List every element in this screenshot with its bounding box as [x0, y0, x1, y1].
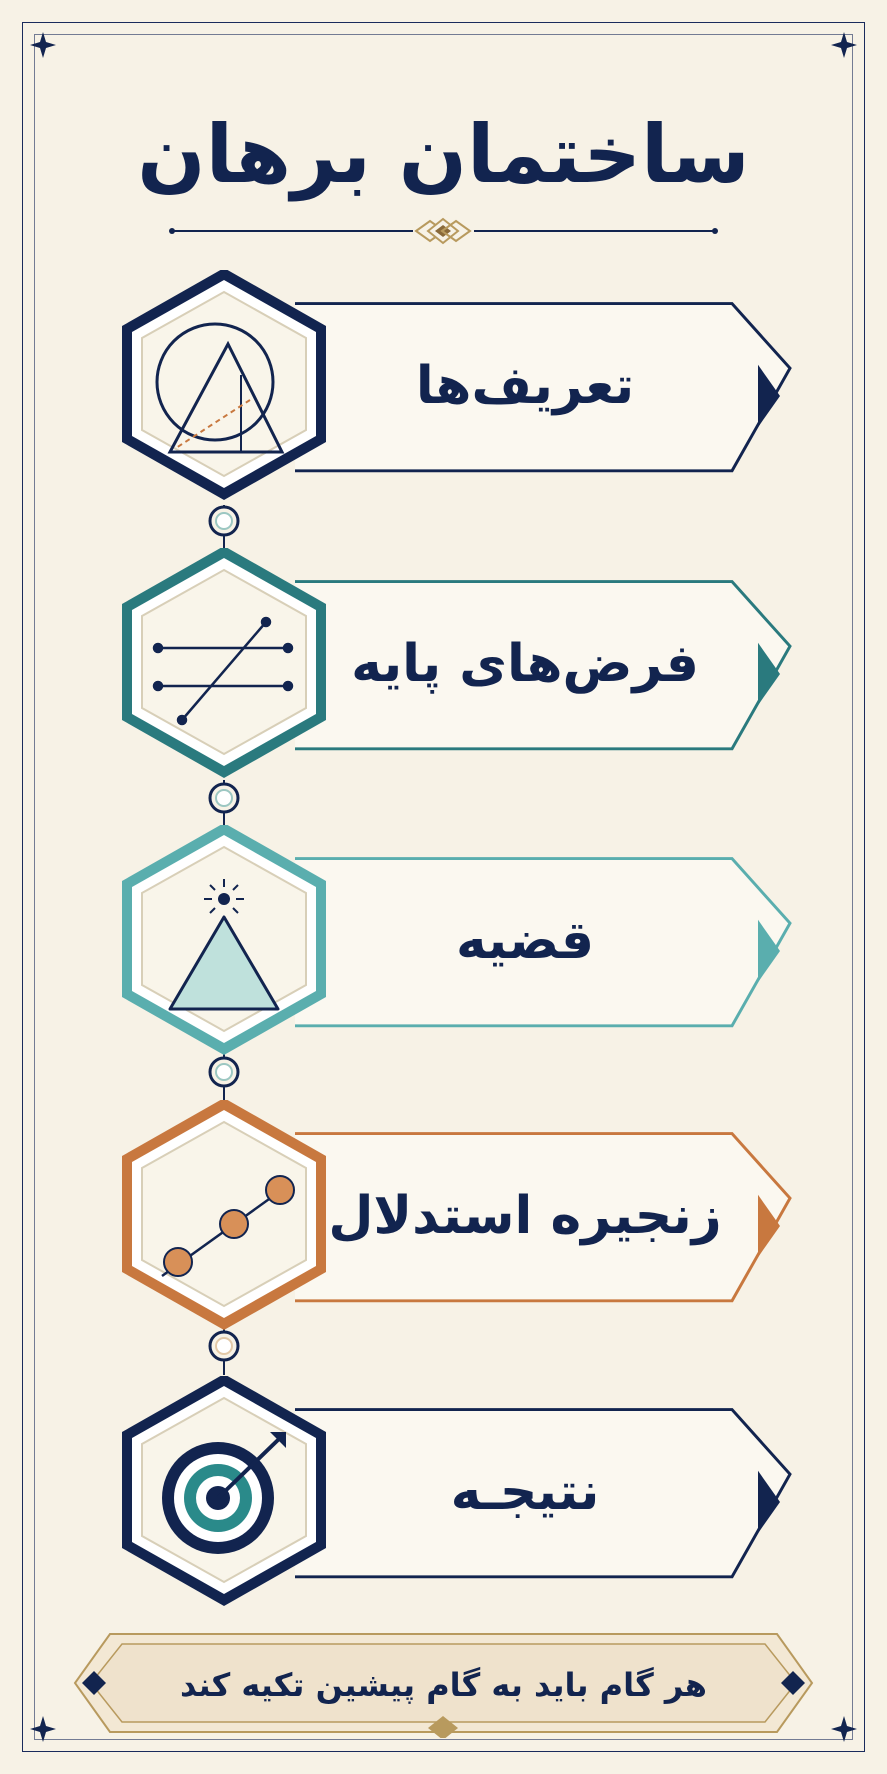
footer-banner: [73, 1633, 814, 1738]
step-axioms: فرض‌های پایه: [110, 548, 800, 780]
step-banner: [122, 548, 792, 778]
inner-frame: [34, 34, 853, 1740]
step-theorem: قضیه: [110, 825, 800, 1057]
connected-dots-icon: [161, 1175, 295, 1278]
step-banner: [122, 1376, 792, 1606]
circle-triangle-icon: [155, 322, 285, 454]
outer-frame: [22, 22, 865, 1752]
corner-star-icon: [831, 32, 857, 58]
parallel-lines-icon: [152, 616, 294, 726]
target-arrow-icon: [162, 1432, 286, 1554]
step-label: فرض‌های پایه: [351, 634, 699, 694]
page-title: ساختمان برهان: [137, 108, 750, 201]
footer-caption: هر گام باید به گام پیشین تکیه کند: [180, 1666, 707, 1704]
step-banner: [122, 1100, 792, 1330]
corner-star-icon: [30, 1716, 56, 1742]
triangle-icon: [168, 879, 280, 1011]
step-label: زنجیره استدلال: [328, 1186, 722, 1246]
step-definitions: تعریف‌ها: [110, 270, 800, 502]
step-label: قضیه: [455, 911, 595, 971]
step-banner: [122, 270, 792, 500]
step-banner: [122, 825, 792, 1055]
step-label: نتیجـه: [450, 1462, 600, 1522]
step-reasoning-chain: زنجیره استدلال: [110, 1100, 800, 1332]
step-conclusion: نتیجـه: [110, 1376, 800, 1608]
corner-star-icon: [30, 32, 56, 58]
title-divider: [169, 217, 718, 245]
step-label: تعریف‌ها: [415, 356, 635, 416]
corner-star-icon: [831, 1716, 857, 1742]
